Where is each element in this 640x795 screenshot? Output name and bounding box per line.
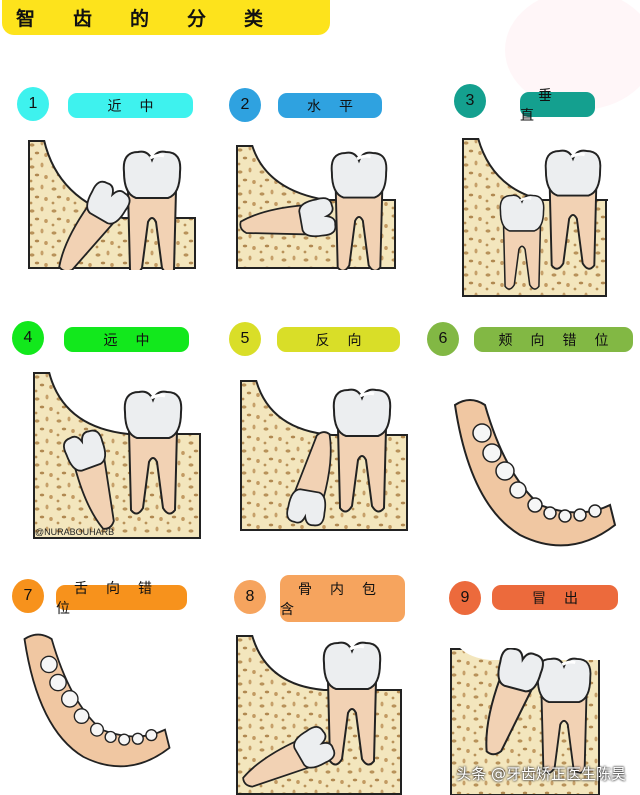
number-badge-6: 6 (427, 322, 459, 356)
illustration-inverted (240, 380, 408, 531)
page-title: 智齿的分类 (2, 0, 330, 35)
illustration-buccal-jaw (454, 399, 616, 547)
illustration-vertical (462, 138, 608, 297)
number-badge-4: 4 (12, 321, 44, 355)
number-badge-3: 3 (454, 84, 486, 118)
illustration-impacted-in-bone (236, 635, 402, 795)
illustration-lingual-jaw (23, 633, 171, 768)
number-badge-8: 8 (234, 580, 266, 614)
number-badge-9: 9 (449, 581, 481, 615)
label-pill-4: 远中 (64, 327, 189, 352)
label-pill-7: 舌向错位 (56, 581, 187, 617)
number-badge-2: 2 (229, 88, 261, 122)
artist-watermark: @NURABOUHARB (35, 527, 115, 537)
label-pill-5: 反向 (277, 327, 400, 352)
label-pill-2: 水平 (278, 93, 382, 118)
label-pill-3: 垂直 (520, 88, 595, 124)
decorative-blob (505, 0, 640, 110)
illustration-mesioangular (28, 140, 196, 270)
number-badge-1: 1 (17, 87, 49, 121)
number-badge-7: 7 (12, 579, 44, 613)
label-pill-1: 近中 (68, 93, 193, 118)
illustration-horizontal (236, 145, 396, 270)
number-badge-5: 5 (229, 322, 261, 356)
label-pill-6: 颊向错位 (474, 327, 633, 352)
label-pill-9: 冒出 (492, 585, 618, 610)
illustration-erupted (450, 648, 600, 795)
illustration-distoangular (33, 372, 201, 539)
source-credit: 头条 @牙齿矫正医生陈昊 (456, 765, 626, 783)
label-pill-8: 骨内包含 (280, 575, 405, 622)
